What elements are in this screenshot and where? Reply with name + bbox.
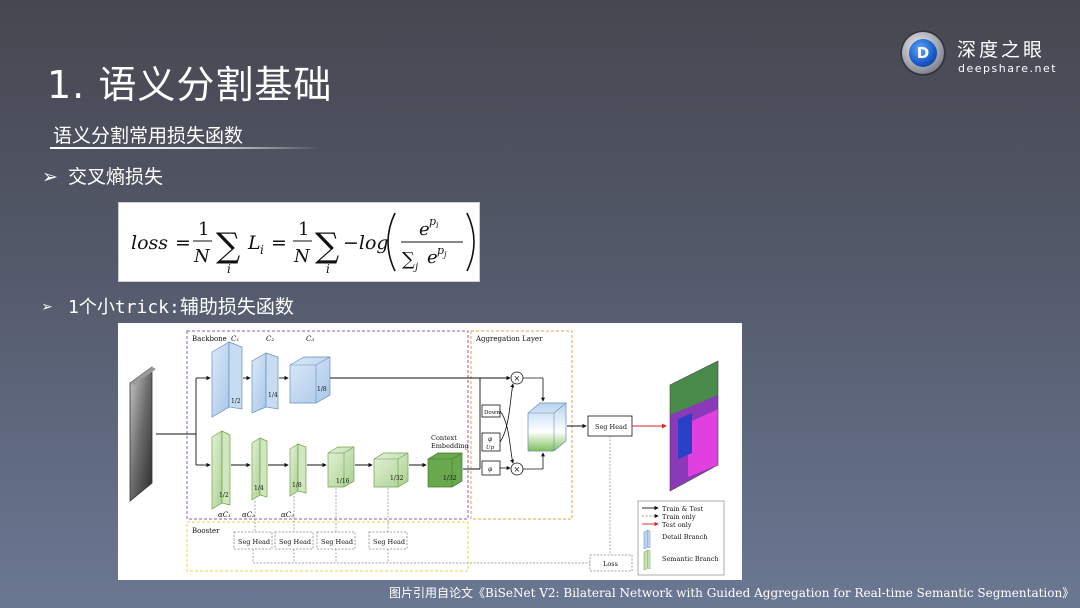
formula-i-a: i [227,262,231,276]
aggregation-label: Aggregation Layer [475,335,543,343]
formula-p-den: p [437,244,444,257]
semantic-scale-half: 1/2 [219,492,229,499]
aggregation-box [470,330,573,520]
legend: Train & Test Train only Test only Detail… [637,500,725,576]
formula-e-den: e [427,247,438,268]
detail-scale-eighth: 1/8 [317,386,327,393]
booster-seg-head-2: Seg Head [279,538,311,546]
loss-box [589,554,633,572]
formula-one-b: 1 [298,219,309,240]
slide-subtitle: 语义分割常用损失函数 [53,125,244,147]
context-scale-32: 1/32 [443,475,457,482]
booster-seg-head-3: Seg Head [321,538,353,546]
formula-sum-a: ∑ [216,226,240,266]
logo-letter: D [909,39,937,67]
semantic-scale-eighth: 1/8 [292,482,302,489]
formula-p-num: p [429,215,436,228]
slide-title: 1. 语义分割基础 [47,63,333,107]
logo-name: 深度之眼 [957,39,1046,61]
backbone-label: Backbone [192,335,227,343]
svg-text:=: = [175,232,191,254]
input-image [129,366,156,502]
c3-label: C₃ [306,335,314,343]
bullet-text: 交叉熵损失 [68,166,164,188]
ac3-label: αC₃ [281,511,294,519]
context-embedding-label-1: Context [431,434,457,442]
formula-pj-sub: j [442,250,447,259]
legend-detail-branch: Detail Branch [662,533,708,541]
formula-e-num: e [419,219,430,240]
multiply-bottom: × [514,465,521,474]
bullet-auxiliary-loss: ➢ 1个小trick:辅助损失函数 [42,292,294,319]
semantic-scale-quarter: 1/4 [254,485,264,492]
up-label: Up [486,445,495,451]
bullet-text-cjk: 辅助损失函数 [179,296,294,318]
legend-train-only: Train only [662,513,696,521]
bullet-text-mono: 1个小trick: [68,297,180,318]
legend-semantic-branch: Semantic Branch [662,555,719,563]
legend-test-only: Test only [662,521,692,529]
formula-loss: loss [131,232,168,254]
main-seg-head-label: Seg Head [595,423,627,431]
formula-n-a: N [193,246,211,267]
formula-svg: loss = 1 N ∑ i L i = 1 N ∑ i −log [131,212,475,276]
logo-url: deepshare.net [958,62,1058,75]
c2-label: C₂ [266,335,274,343]
booster-seg-head-1: Seg Head [238,538,270,546]
subtitle-underline [50,147,320,149]
booster-box [186,521,469,572]
formula-sum-b: ∑ [315,226,339,266]
formula-i-b: i [326,262,330,276]
bullet-arrow-icon: ➢ [42,166,58,188]
c1-label: C₁ [231,335,239,343]
formula-sum-j: ∑ [402,249,415,270]
formula-neglog: −log [343,232,389,254]
loss-label: Loss [603,560,618,568]
bisenet-v2-figure: Backbone Aggregation Layer Booster C₁ C₂… [118,323,742,580]
bullet-arrow-icon: ➢ [42,297,53,318]
svg-text:=: = [271,232,287,254]
formula-l-sub: i [260,243,264,257]
phi-up-symbol: φ [488,436,493,443]
detail-scale-quarter: 1/4 [268,392,278,399]
booster-label: Booster [192,527,220,535]
ac1-label: αC₁ [218,511,231,519]
semantic-scale-32: 1/32 [390,475,404,482]
detail-branch: 1/2 1/4 1/8 [211,341,511,418]
context-embedding-label-2: Embedding [431,442,469,450]
formula-one-a: 1 [198,219,209,240]
booster-seg-heads: Seg Head Seg Head Seg Head Seg Head [233,436,611,564]
formula-n-b: N [293,246,311,267]
semantic-branch: 1/2 1/4 1/8 1/16 1/32 [211,430,480,510]
formula-j-sub: j [413,262,418,273]
multiply-top: × [514,374,521,383]
figure-caption: 图片引用自论文《BiSeNet V2: Bilateral Network wi… [389,586,1075,600]
down-label: Down [484,410,500,416]
aggregation-layer: Down φ Up φ × × [479,371,587,476]
logo-eye-icon: D [900,30,946,76]
bullet-cross-entropy: ➢ 交叉熵损失 [42,162,163,189]
output-segmentation [669,360,719,492]
backbone-box [186,330,469,520]
architecture-diagram: Backbone Aggregation Layer Booster C₁ C₂… [129,330,725,576]
detail-scale-half: 1/2 [231,398,241,405]
deepshare-logo: D 深度之眼 deepshare.net [900,30,1056,80]
legend-train-test: Train & Test [662,505,704,513]
phi-symbol: φ [488,466,493,473]
ac2-label: αC₂ [242,511,255,519]
cross-entropy-formula: loss = 1 N ∑ i L i = 1 N ∑ i −log [118,202,480,282]
booster-seg-head-4: Seg Head [373,538,405,546]
formula-l: L [247,232,261,254]
formula-pi-sub: i [436,221,439,230]
semantic-scale-sixteenth: 1/16 [336,478,350,485]
